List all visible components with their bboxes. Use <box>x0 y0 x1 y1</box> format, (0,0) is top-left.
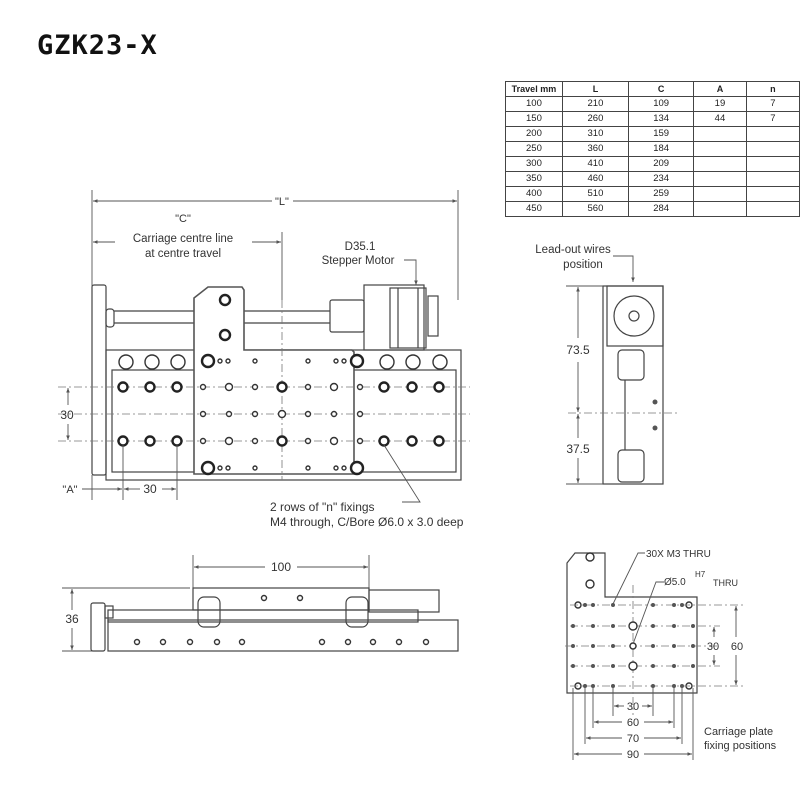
carriage-grid-holes <box>199 358 364 471</box>
cell-travel: 450 <box>505 201 563 217</box>
dim-h-90: 90 <box>627 749 639 761</box>
cell-l: 560 <box>561 201 630 217</box>
dim-lower: 37.5 <box>566 442 590 456</box>
side-view: 100 36 <box>62 555 459 652</box>
plate-grid-holes <box>571 603 695 688</box>
header-n: n <box>745 81 800 97</box>
carriage-centre-label-2: at centre travel <box>145 248 221 260</box>
callout-dowel-tolerance: H7 <box>695 570 706 579</box>
lead-out-label-1: Lead-out wires <box>535 244 611 256</box>
dim-a-label: "A" <box>62 484 77 496</box>
callout-dowel-suffix: THRU <box>713 578 738 588</box>
dim-c-label: "C" <box>175 213 191 225</box>
product-title: GZK23-X <box>37 30 158 61</box>
dim-h-60: 60 <box>627 717 639 729</box>
base-fixing-holes <box>117 381 445 447</box>
dim-h-70: 70 <box>627 733 639 745</box>
dim-hole-pitch: 30 <box>143 482 157 496</box>
callout-dowel-prefix: Ø5.0 <box>664 577 686 588</box>
dim-upper: 73.5 <box>566 343 590 357</box>
dim-height: 36 <box>65 612 79 626</box>
dim-row-spacing: 30 <box>60 408 74 422</box>
plate-caption-2: fixing positions <box>704 740 777 752</box>
dim-l-label: "L" <box>275 196 289 208</box>
dim-v-30: 30 <box>707 641 719 653</box>
cell-a: 44 <box>693 111 747 127</box>
lead-out-label-2: position <box>563 259 603 271</box>
base-top-holes <box>118 354 448 370</box>
callout-m3: 30X M3 THRU <box>646 549 711 560</box>
fixings-note-1: 2 rows of "n" fixings <box>270 500 375 514</box>
top-view: "L" "C" Carriage centre line at centre t… <box>58 190 470 529</box>
dim-h-30: 30 <box>627 701 639 713</box>
cell-c: 284 <box>628 201 695 217</box>
dim-v-60: 60 <box>731 641 743 653</box>
plate-caption-1: Carriage plate <box>704 726 773 738</box>
side-holes <box>133 638 430 646</box>
carriage-centre-label-1: Carriage centre line <box>133 233 233 245</box>
carriage-plate-view: 30X M3 THRU Ø5.0 H7 THRU 30 60 30 60 70 … <box>565 549 777 761</box>
motor-label-1: D35.1 <box>345 241 376 253</box>
dim-carriage-length: 100 <box>271 560 291 574</box>
end-view: Lead-out wires position 73.5 37.5 <box>535 244 678 485</box>
motor-label-2: Stepper Motor <box>322 255 395 267</box>
fixings-note-2: M4 through, C/Bore Ø6.0 x 3.0 deep <box>270 515 464 529</box>
cell-a <box>693 201 747 217</box>
cell-n <box>745 201 800 217</box>
